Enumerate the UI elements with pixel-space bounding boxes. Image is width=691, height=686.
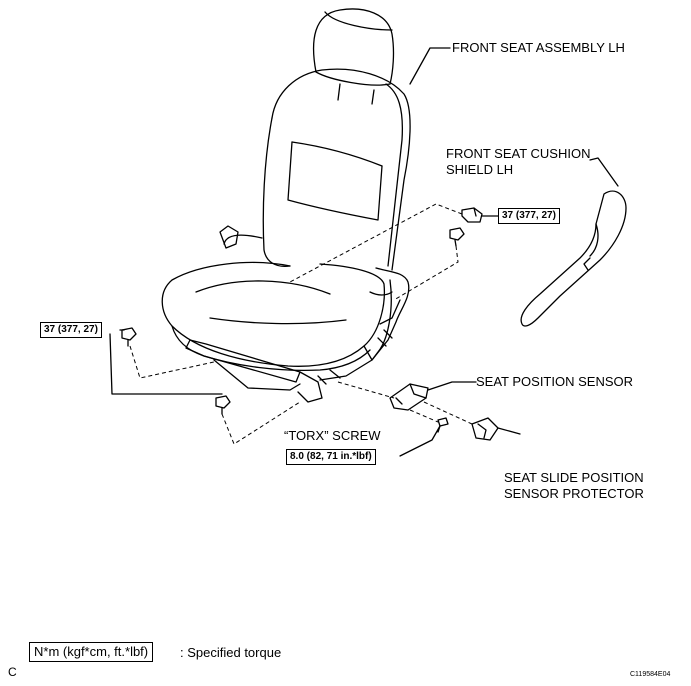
dash-screw: [409, 409, 439, 423]
dash-sensor: [337, 381, 395, 399]
protector-label-1: SEAT SLIDE POSITION: [504, 470, 644, 485]
seat-track: [185, 267, 410, 403]
cushion-shield-label-1: FRONT SEAT CUSHION: [446, 146, 591, 161]
torque-box-left: 37 (377, 27): [40, 322, 102, 338]
bolt-right: [449, 227, 465, 247]
cushion-shield-label-2: SHIELD LH: [446, 162, 514, 177]
bolt-left-top: [121, 327, 137, 347]
dash-protector: [423, 401, 473, 425]
corner-letter: C: [8, 665, 17, 679]
dash-left-top: [129, 345, 215, 379]
bolt-left-bottom: [215, 395, 231, 415]
leader-lines: [109, 47, 619, 457]
protector-label-2: SENSOR PROTECTOR: [504, 486, 644, 501]
legend-description: : Specified torque: [180, 645, 282, 660]
figure-id: C119584E04: [630, 671, 671, 678]
seat-position-sensor-label: SEAT POSITION SENSOR: [476, 374, 633, 389]
torque-box-upper-right: 37 (377, 27): [498, 208, 560, 224]
front-seat-assembly-label: FRONT SEAT ASSEMBLY LH: [452, 40, 625, 55]
legend-unit-box: N*m (kgf*cm, ft.*lbf): [29, 642, 154, 662]
torque-box-screw: 8.0 (82, 71 in.*lbf): [286, 449, 376, 465]
seat-back: [223, 68, 411, 271]
bolt-upper-right: [461, 207, 483, 223]
dash-upper-bolt: [289, 203, 463, 283]
cushion-shield-part: [520, 190, 627, 327]
sensor-protector-part: [471, 417, 499, 441]
torx-screw-label: “TORX” SCREW: [284, 428, 381, 443]
dash-right-bolt: [393, 245, 459, 301]
dash-left-bottom: [221, 401, 301, 445]
headrest: [312, 8, 395, 105]
seat-cushion: [161, 225, 392, 372]
torx-screw-part: [437, 417, 449, 433]
seat-position-sensor-part: [389, 383, 429, 411]
